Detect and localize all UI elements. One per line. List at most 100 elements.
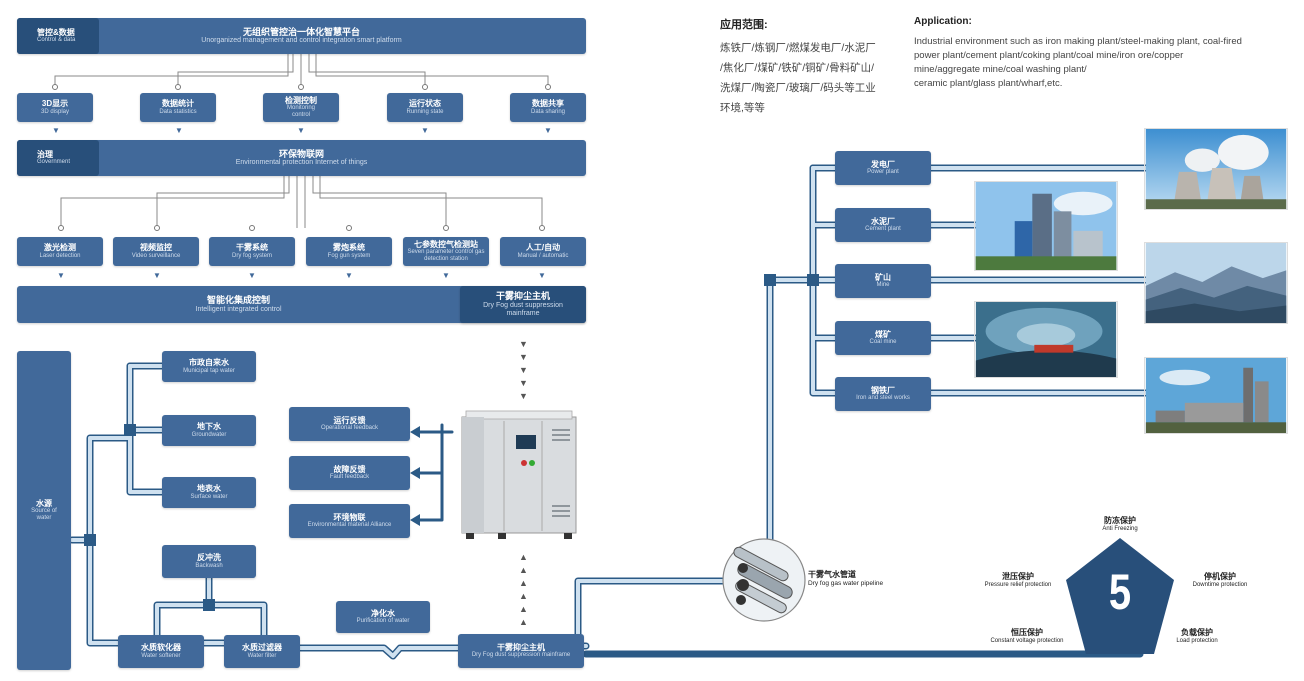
plant-label-en: Mine — [876, 282, 890, 289]
module-label: 检测控制 — [285, 96, 317, 106]
feedback-label-en: Operational feedback — [320, 425, 379, 432]
application-zh-block: 应用范围: 炼铁厂/炼钢厂/燃煤发电厂/水泥厂 /焦化厂/煤矿/铁矿/铜矿/骨料… — [720, 16, 910, 118]
module-label: 数据统计 — [162, 99, 194, 109]
backwash-box: 反冲洗 Backwash — [162, 545, 256, 578]
protection-anti-freezing: 防冻保护 Anti Freezing — [1080, 516, 1160, 533]
water-softener-box: 水质软化器 Water softener — [118, 635, 204, 668]
dry-fog-machine-image — [461, 410, 577, 539]
subsystem-label-en: Manual / automatic — [517, 252, 569, 259]
protection-label: 停机保护 — [1204, 572, 1236, 581]
feedback-environment: 环境物联 Environmental material Alliance — [289, 504, 410, 538]
connector-dot — [422, 84, 428, 90]
host-box: 干雾抑尘主机 Dry Fog dust suppression mainfram… — [460, 286, 586, 323]
protection-label-en: Pressure relief protection — [984, 581, 1052, 588]
purified-subtitle: Purification of water — [356, 618, 410, 625]
protection-label: 负载保护 — [1181, 628, 1213, 637]
subsystem-video-surveillance: 视频监控 Video surveillance — [113, 237, 199, 266]
module-data-statistics: 数据统计 Data statistics — [140, 93, 216, 122]
water-source-box: 水源 Source of water — [17, 351, 71, 670]
subsystem-label-en: Laser detection — [39, 252, 81, 259]
softener-title: 水质软化器 — [141, 643, 181, 653]
subsystem-laser-detection: 激光检测 Laser detection — [17, 237, 103, 266]
plant-label: 煤矿 — [875, 329, 891, 339]
gov-tag-zh: 治理 — [37, 149, 53, 159]
iot-title: 环保物联网 — [278, 148, 324, 159]
protection-count: 5 — [1108, 564, 1132, 620]
plant-coal-mine: 煤矿 Coal mine — [835, 321, 931, 355]
plant-label-en: Power plant — [867, 169, 899, 176]
protection-label: 防冻保护 — [1104, 516, 1136, 525]
iot-subtitle: Environmental protection Internet of thi… — [235, 159, 368, 167]
protection-label: 泄压保护 — [1002, 572, 1034, 581]
down-arrow: ▼ — [345, 271, 353, 280]
module-running-state: 运行状态 Running state — [387, 93, 463, 122]
protection-pressure-relief: 泄压保护 Pressure relief protection — [972, 572, 1064, 589]
module-3d-display: 3D显示 3D display — [17, 93, 93, 122]
subsystem-label-en: Seven parameter control gas detection st… — [407, 249, 485, 263]
connector-dot — [346, 225, 352, 231]
pipeline-caption: 干雾气水管道 Dry fog gas water pipeline — [808, 570, 883, 587]
module-label-en: Running state — [406, 108, 444, 115]
down-arrow: ▼ — [52, 126, 60, 135]
softener-subtitle: Water softener — [141, 652, 181, 659]
water-filter-box: 水质过滤器 Water filter — [224, 635, 300, 668]
subsystem-fog-gun: 雾炮系统 Fog gun system — [306, 237, 392, 266]
protection-load: 负载保护 Load protection — [1160, 628, 1234, 645]
subsystem-label-en: Video surveillance — [131, 252, 181, 259]
connector-dot — [249, 225, 255, 231]
water-source-title: 水源 — [36, 499, 52, 509]
module-label-en: 3D display — [40, 108, 69, 115]
source-surface-water: 地表水 Surface water — [162, 477, 256, 508]
source-municipal: 市政自来水 Municipal tap water — [162, 351, 256, 382]
steel-plant-photo — [1144, 357, 1288, 434]
plant-label-en: Cement plant — [865, 226, 901, 233]
up-arrow: ▲ — [519, 552, 528, 562]
subsystem-seven-parameter: 七参数控气检测站 Seven parameter control gas det… — [403, 237, 489, 266]
module-monitoring-control: 检测控制 Monitoring control — [263, 93, 339, 122]
platform-subtitle: Unorganized management and control integ… — [201, 37, 402, 45]
protection-constant-voltage: 恒压保护 Constant voltage protection — [978, 628, 1076, 645]
plant-mine: 矿山 Mine — [835, 264, 931, 298]
down-arrow: ▼ — [519, 391, 528, 401]
feedback-fault: 故障反馈 Fault feedback — [289, 456, 410, 490]
backwash-title: 反冲洗 — [197, 553, 221, 563]
pentagon-shape — [1066, 538, 1174, 654]
plant-steel: 钢铁厂 Iron and steel works — [835, 377, 931, 411]
down-arrow: ▼ — [153, 271, 161, 280]
coal-mine-photo — [974, 301, 1118, 378]
application-en-line: mine/aggregate mine/coal washing plant/ — [914, 64, 1087, 75]
subsystem-label: 七参数控气检测站 — [414, 240, 478, 250]
down-arrow: ▼ — [57, 271, 65, 280]
down-arrow: ▼ — [175, 126, 183, 135]
mainframe-subtitle: Dry Fog dust suppression mainframe — [471, 652, 571, 659]
subsystem-label: 雾炮系统 — [333, 243, 365, 253]
plant-label: 发电厂 — [871, 159, 895, 169]
module-data-sharing: 数据共享 Data sharing — [510, 93, 586, 122]
host-title: 干雾抑尘主机 — [495, 291, 550, 302]
plant-label: 水泥厂 — [871, 216, 895, 226]
purified-water-box: 净化水 Purification of water — [336, 601, 430, 633]
application-en-line: power plant/cement plant/coking plant/co… — [914, 50, 1184, 61]
subsystem-label: 视频监控 — [140, 243, 172, 253]
subsystem-dry-fog: 干雾系统 Dry fog system — [209, 237, 295, 266]
protection-label-en: Downtime protection — [1192, 581, 1248, 588]
source-label-en: Surface water — [190, 493, 228, 500]
application-zh-line: 洗煤厂/陶瓷厂/玻璃厂/码头等工业 — [720, 82, 876, 94]
connector-dot — [58, 225, 64, 231]
subsystem-label-en: Dry fog system — [231, 252, 272, 259]
up-arrow: ▲ — [519, 604, 528, 614]
connector-dot — [52, 84, 58, 90]
platform-title: 无组织管控治一体化智慧平台 — [242, 26, 360, 37]
subsystem-label-en: Fog gun system — [327, 252, 371, 259]
application-zh-line: /焦化厂/煤矿/铁矿/铜矿/骨料矿山/ — [720, 62, 875, 74]
filter-title: 水质过滤器 — [242, 643, 282, 653]
source-groundwater: 地下水 Groundwater — [162, 415, 256, 446]
connector-dot — [443, 225, 449, 231]
module-label-en: Monitoring control — [286, 105, 315, 119]
protection-label: 恒压保护 — [1011, 628, 1043, 637]
feedback-label-en: Environmental material Alliance — [307, 522, 392, 529]
plant-label: 矿山 — [875, 272, 891, 282]
down-arrow: ▼ — [519, 365, 528, 375]
protection-label-en: Load protection — [1176, 637, 1218, 644]
